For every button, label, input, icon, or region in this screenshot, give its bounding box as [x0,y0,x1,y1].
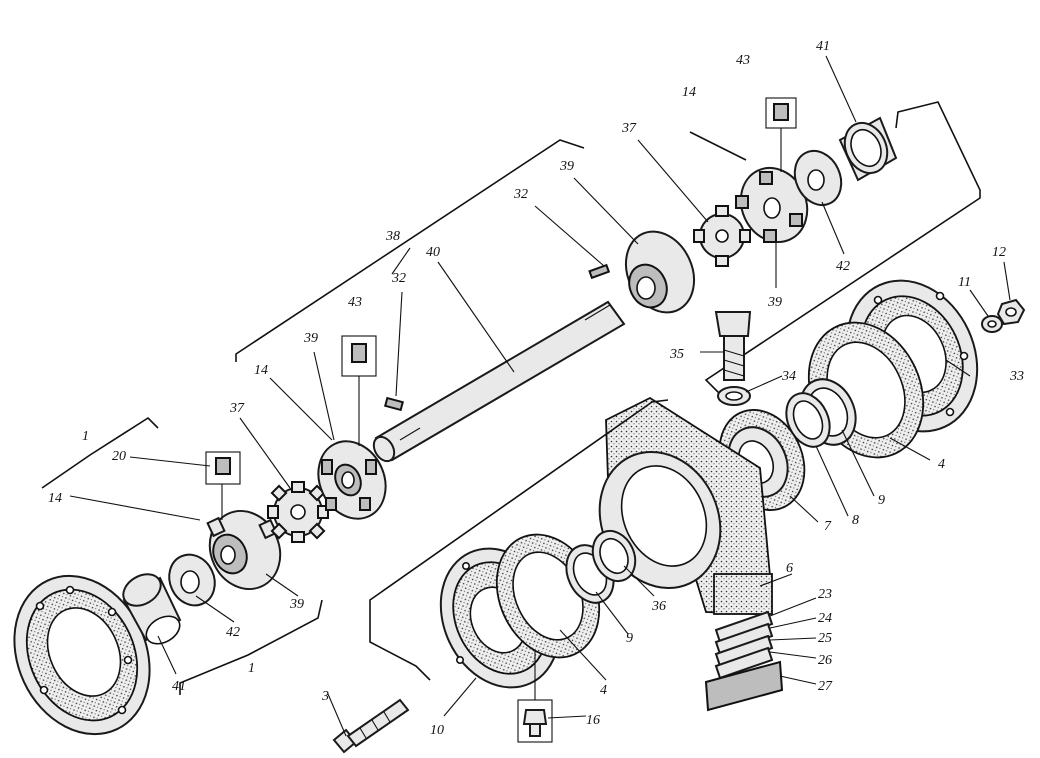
label-43-upper: 43 [736,53,750,68]
hub-39-upper [624,230,696,314]
label-3: 3 [321,689,329,704]
left-assembly-group [13,335,404,736]
leader-lines [69,55,1011,737]
right-top-group [624,97,981,397]
shaft-40 [372,300,626,463]
bracket-1-bottom [179,599,323,695]
label-6: 6 [786,561,793,576]
nut-12 [996,298,1026,326]
label-24: 24 [818,611,832,626]
key-32-upper [588,263,611,280]
label-35: 35 [669,347,684,362]
label-23: 23 [818,587,832,602]
label-39-middle: 39 [303,331,318,346]
key-32-lower [384,396,404,412]
lower-middle-group [332,399,669,754]
label-39-upper: 39 [559,159,574,174]
arrow-14-upper [689,131,747,161]
label-41-upper: 41 [816,39,830,54]
label-10: 10 [430,723,444,738]
label-8: 8 [852,513,859,528]
hub-39-middle [317,440,387,520]
gear-37-left [267,481,329,543]
label-26: 26 [818,653,832,668]
label-41-left: 41 [172,679,186,694]
bracket-1-top [41,416,159,489]
right-main-group [598,279,1026,712]
label-12: 12 [992,245,1006,260]
label-14-left: 14 [48,491,62,506]
bracket-lower [369,399,669,681]
bushing-41-upper [838,116,898,182]
label-42-left: 42 [226,625,240,640]
label-39-left: 39 [289,597,304,612]
label-37-left: 37 [229,401,245,416]
gear-37-upper [693,205,751,267]
set-screw-43-middle [341,335,377,446]
label-37-upper: 37 [621,121,637,136]
label-32-upper: 32 [513,187,528,202]
label-4-right: 4 [938,457,945,472]
hub-39-left [206,510,282,590]
bolt-3 [332,698,410,754]
label-14-middle: 14 [254,363,268,378]
label-9-right: 9 [878,493,885,508]
label-32-lower: 32 [391,271,406,286]
end-flange-left [13,574,151,736]
spring-stack-23-27 [704,610,784,712]
label-27: 27 [818,679,833,694]
label-7: 7 [824,519,832,534]
ring-42-upper [793,149,843,207]
label-36: 36 [651,599,666,614]
label-14-upper: 14 [682,85,696,100]
part-labels: 1 1 3 4 4 6 7 8 9 9 10 11 12 14 14 14 16… [48,39,1024,738]
flange-10 [439,547,561,689]
label-1-bottom: 1 [248,661,255,676]
label-11: 11 [958,275,971,290]
label-34: 34 [781,369,796,384]
housing-6 [598,396,773,615]
nut-11 [981,315,1003,333]
bolt-16 [517,650,553,743]
label-20: 20 [112,449,126,464]
set-screw-43-upper [765,97,797,172]
label-9-left: 9 [626,631,633,646]
label-38: 38 [385,229,400,244]
ring-42-left [168,553,216,607]
label-33: 33 [1009,369,1024,384]
bracket-38 [235,139,585,362]
shaft-group [235,139,626,463]
set-screw-20 [205,451,241,520]
label-25: 25 [818,631,832,646]
label-16: 16 [586,713,600,728]
label-40: 40 [426,245,440,260]
bushing-41-left [122,573,182,645]
label-1-top: 1 [82,429,89,444]
label-43-middle: 43 [348,295,362,310]
bolt-35 [714,311,752,381]
label-4-left: 4 [600,683,607,698]
label-42-upper: 42 [836,259,850,274]
bracket-right-upper [704,101,981,397]
label-39-upper-right: 39 [767,295,782,310]
